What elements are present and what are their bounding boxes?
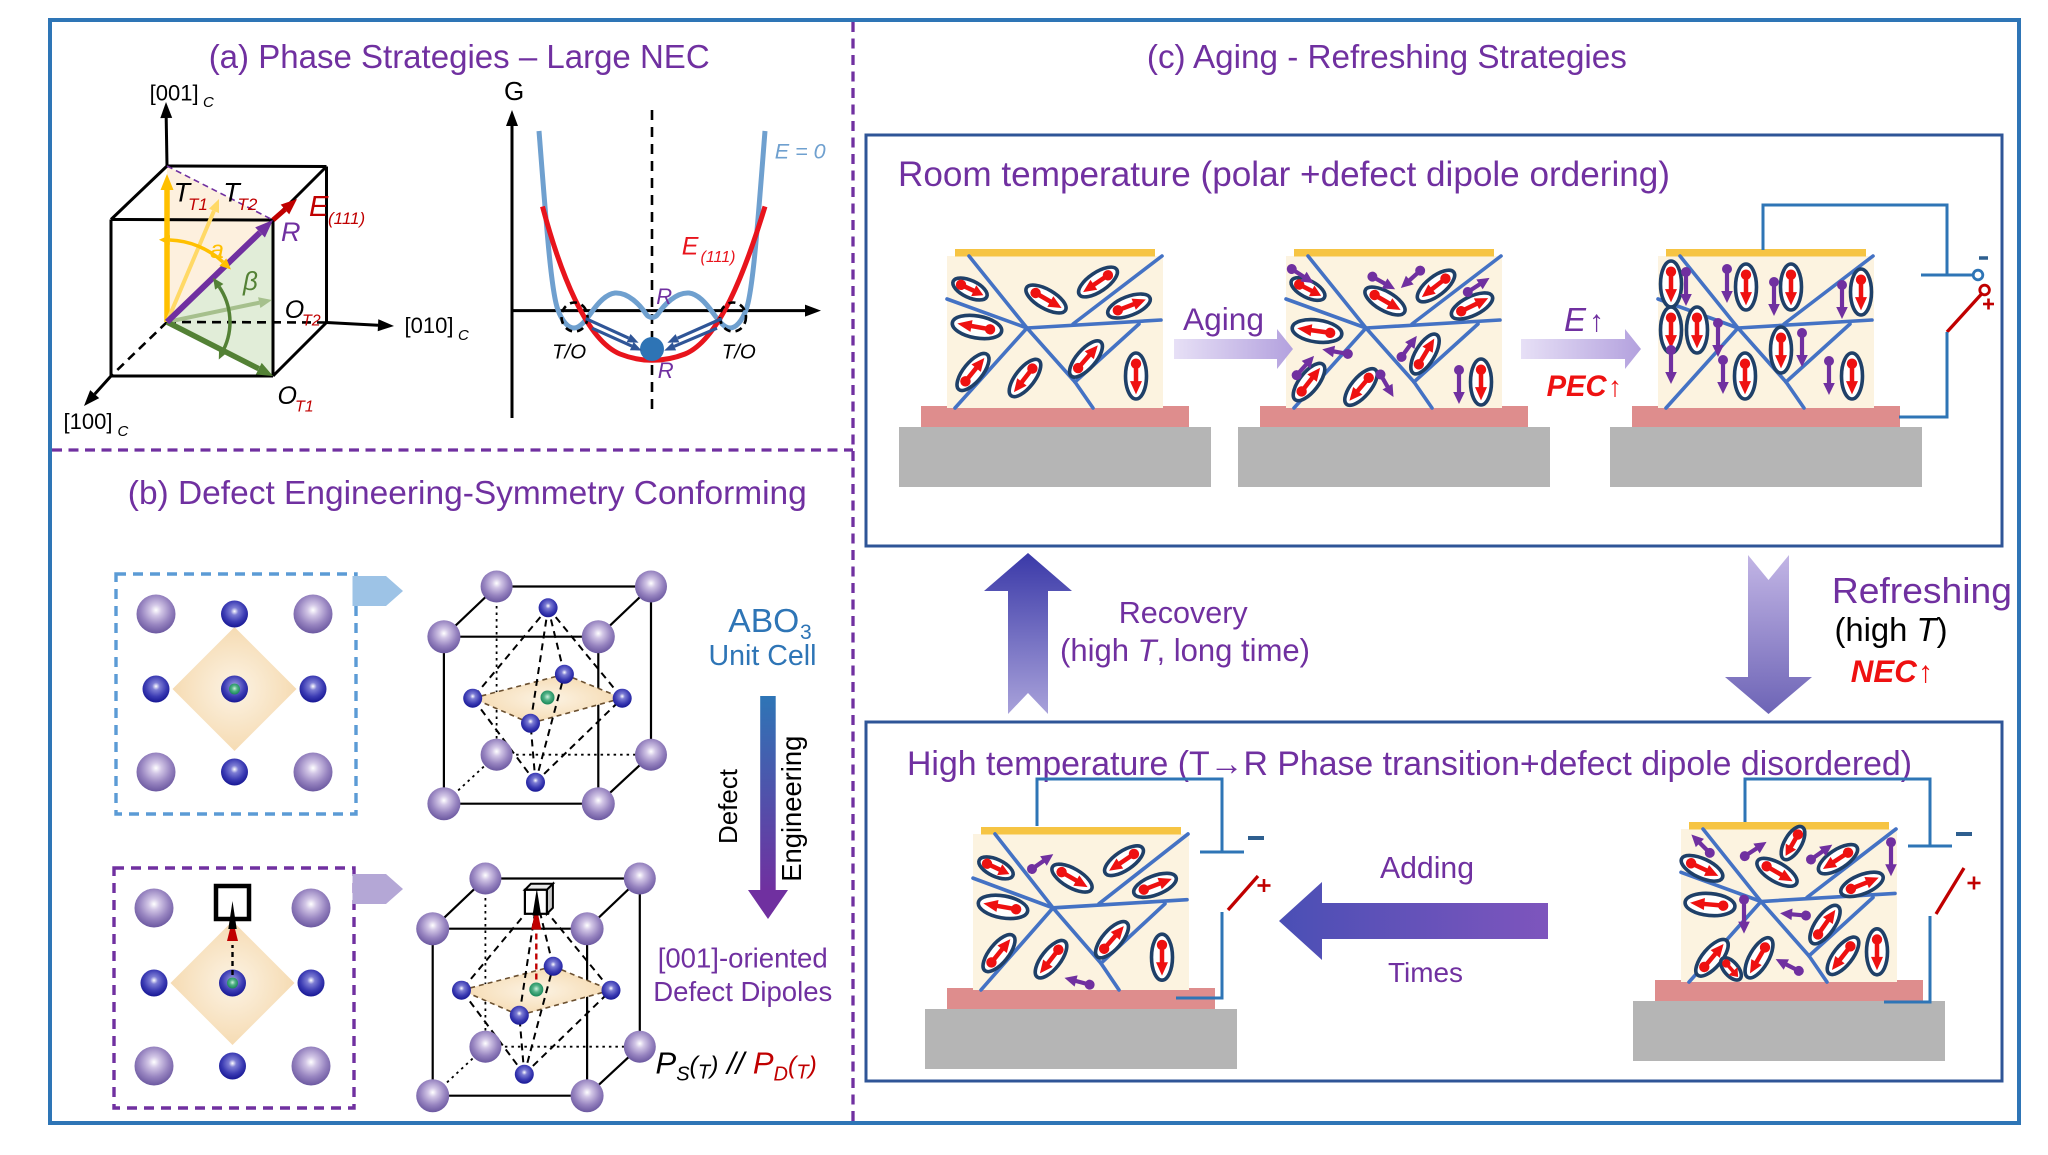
svg-text:Aging: Aging xyxy=(1183,301,1264,337)
svg-text:(b) Defect Engineering-Symmetr: (b) Defect Engineering-Symmetry Conformi… xyxy=(128,475,807,512)
svg-text:(a) Phase Strategies – Large N: (a) Phase Strategies – Large NEC xyxy=(209,38,710,75)
svg-text:T: T xyxy=(174,177,193,207)
svg-text:(high T, long time): (high T, long time) xyxy=(1060,632,1310,668)
svg-text:T2: T2 xyxy=(302,313,321,330)
svg-text:T: T xyxy=(223,177,242,207)
svg-text:Engineering: Engineering xyxy=(776,736,807,882)
svg-text:Unit Cell: Unit Cell xyxy=(709,640,817,672)
svg-text:C: C xyxy=(118,423,129,440)
svg-text:R: R xyxy=(281,217,301,247)
svg-text:[100]: [100] xyxy=(64,409,113,434)
svg-text:↑: ↑ xyxy=(1589,305,1604,338)
svg-text:O: O xyxy=(285,296,304,324)
svg-text:E = 0: E = 0 xyxy=(775,139,826,164)
svg-text:E: E xyxy=(309,191,329,223)
svg-text:[001]: [001] xyxy=(150,80,199,105)
svg-text:a: a xyxy=(210,236,224,264)
svg-text:Room temperature (polar +defec: Room temperature (polar +defect dipole o… xyxy=(898,155,1670,194)
svg-text:Times: Times xyxy=(1388,957,1463,988)
svg-text:T/O: T/O xyxy=(722,342,756,364)
svg-text:PEC: PEC xyxy=(1547,371,1608,403)
svg-text:Recovery: Recovery xyxy=(1119,596,1249,630)
svg-text:[001]-oriented: [001]-oriented xyxy=(658,943,828,974)
svg-text:E: E xyxy=(1564,301,1587,338)
svg-text:C: C xyxy=(458,327,469,344)
svg-text:T/O: T/O xyxy=(552,342,586,364)
svg-text:T2: T2 xyxy=(238,195,258,214)
svg-text:(high T): (high T) xyxy=(1835,611,1948,648)
svg-text:(111): (111) xyxy=(701,249,736,266)
svg-text:3: 3 xyxy=(800,621,812,644)
svg-text:PS(T) // PD(T): PS(T) // PD(T) xyxy=(656,1046,817,1086)
svg-text:NEC: NEC xyxy=(1851,654,1917,689)
svg-text:β: β xyxy=(242,266,258,296)
svg-text:T1: T1 xyxy=(295,399,314,416)
svg-text:T1: T1 xyxy=(188,195,208,214)
svg-text:↑: ↑ xyxy=(1608,371,1622,402)
svg-text:(111): (111) xyxy=(328,209,365,228)
svg-text:ABO: ABO xyxy=(728,603,799,640)
svg-text:Defect: Defect xyxy=(713,768,743,844)
svg-text:R: R xyxy=(656,284,672,309)
svg-text:↑: ↑ xyxy=(1918,656,1933,689)
svg-text:[010]: [010] xyxy=(405,313,454,338)
svg-text:(c) Aging - Refreshing Strateg: (c) Aging - Refreshing Strategies xyxy=(1147,39,1627,76)
svg-text:E: E xyxy=(682,233,699,261)
svg-text:R: R xyxy=(658,358,674,383)
svg-text:High temperature (T→R Phase tr: High temperature (T→R Phase transition+d… xyxy=(907,745,1912,783)
svg-text:Refreshing: Refreshing xyxy=(1832,570,2012,611)
svg-text:G: G xyxy=(504,76,524,106)
svg-text:Defect Dipoles: Defect Dipoles xyxy=(653,976,832,1007)
svg-text:Adding: Adding xyxy=(1380,852,1474,885)
svg-text:C: C xyxy=(203,94,214,111)
svg-text:O: O xyxy=(278,382,297,410)
